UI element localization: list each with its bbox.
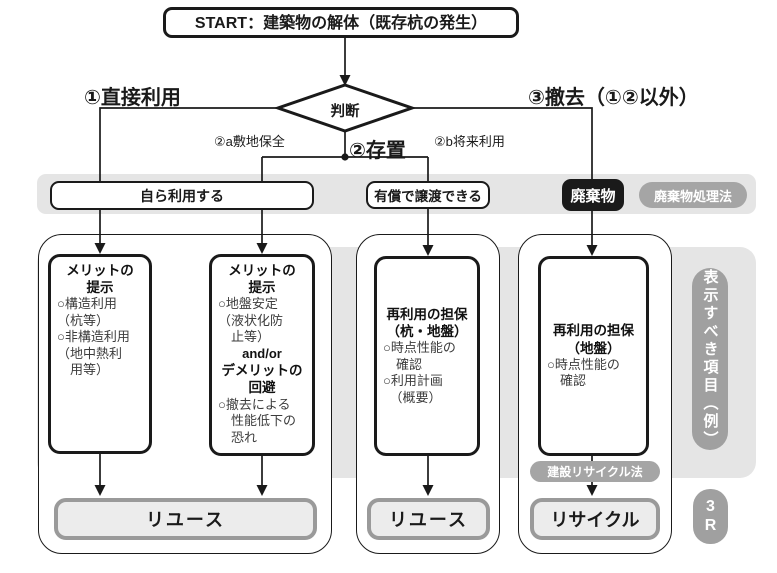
info-box3-heading: 再利用の担保 （杭・地盤） xyxy=(386,306,468,339)
info-box2-heading: メリットの 提示 xyxy=(228,263,296,296)
info-box-future-use: 再利用の担保 （杭・地盤） ○時点性能の 確認 ○利用計画 （概要） xyxy=(374,256,480,456)
start-node: START：建築物の解体（既存杭の発生） xyxy=(163,7,519,38)
branch-label-future-use: ②b将来利用 xyxy=(434,134,505,149)
display-items-badge: 表示すべき項目（例） xyxy=(692,268,728,450)
waste-law-badge: 廃棄物処理法 xyxy=(639,182,747,208)
info-box2-body1: ○地盤安定 （液状化防 止等） xyxy=(218,296,284,345)
outcome-recycle: リサイクル xyxy=(530,498,660,540)
self-use-box: 自ら利用する xyxy=(50,181,314,210)
info-box2-connector: and/or xyxy=(242,345,282,361)
info-box4-heading: 再利用の担保 （地盤） xyxy=(553,323,634,356)
info-box2-body2: ○撤去による 性能低下の 恐れ xyxy=(218,396,297,445)
info-box3-body: ○時点性能の 確認 ○利用計画 （概要） xyxy=(383,340,456,405)
info-box-direct-use: メリットの 提示 ○構造利用 （杭等） ○非構造利用 （地中熱利 用等） xyxy=(48,254,152,454)
info-box1-heading: メリットの 提示 xyxy=(66,263,134,296)
info-box1-body: ○構造利用 （杭等） ○非構造利用 （地中熱利 用等） xyxy=(57,296,130,378)
info-box-site-preservation: メリットの 提示 ○地盤安定 （液状化防 止等） and/or デメリットの 回… xyxy=(209,254,315,456)
info-box-removal: 再利用の担保 （地盤） ○時点性能の 確認 xyxy=(538,256,649,456)
construction-recycle-law-badge: 建設リサイクル法 xyxy=(530,461,660,482)
outcome-reuse-small: リユース xyxy=(367,498,490,540)
branch-label-direct-use: ①直接利用 xyxy=(84,87,181,109)
three-r-badge: 3 R xyxy=(693,489,728,544)
paid-transfer-box: 有償で譲渡できる xyxy=(366,181,490,209)
branch-label-removal: ③撤去（①②以外） xyxy=(528,87,699,109)
info-box2-heading2: デメリットの 回避 xyxy=(221,363,303,396)
waste-box: 廃棄物 xyxy=(562,179,624,211)
branch-label-site-preservation: ②a敷地保全 xyxy=(214,134,285,149)
outcome-reuse-wide: リユース xyxy=(54,498,317,540)
info-box4-body: ○時点性能の 確認 xyxy=(547,356,620,389)
decision-diamond-label: 判断 xyxy=(330,104,360,120)
branch-label-leave-in-place: ②存置 xyxy=(349,140,406,162)
